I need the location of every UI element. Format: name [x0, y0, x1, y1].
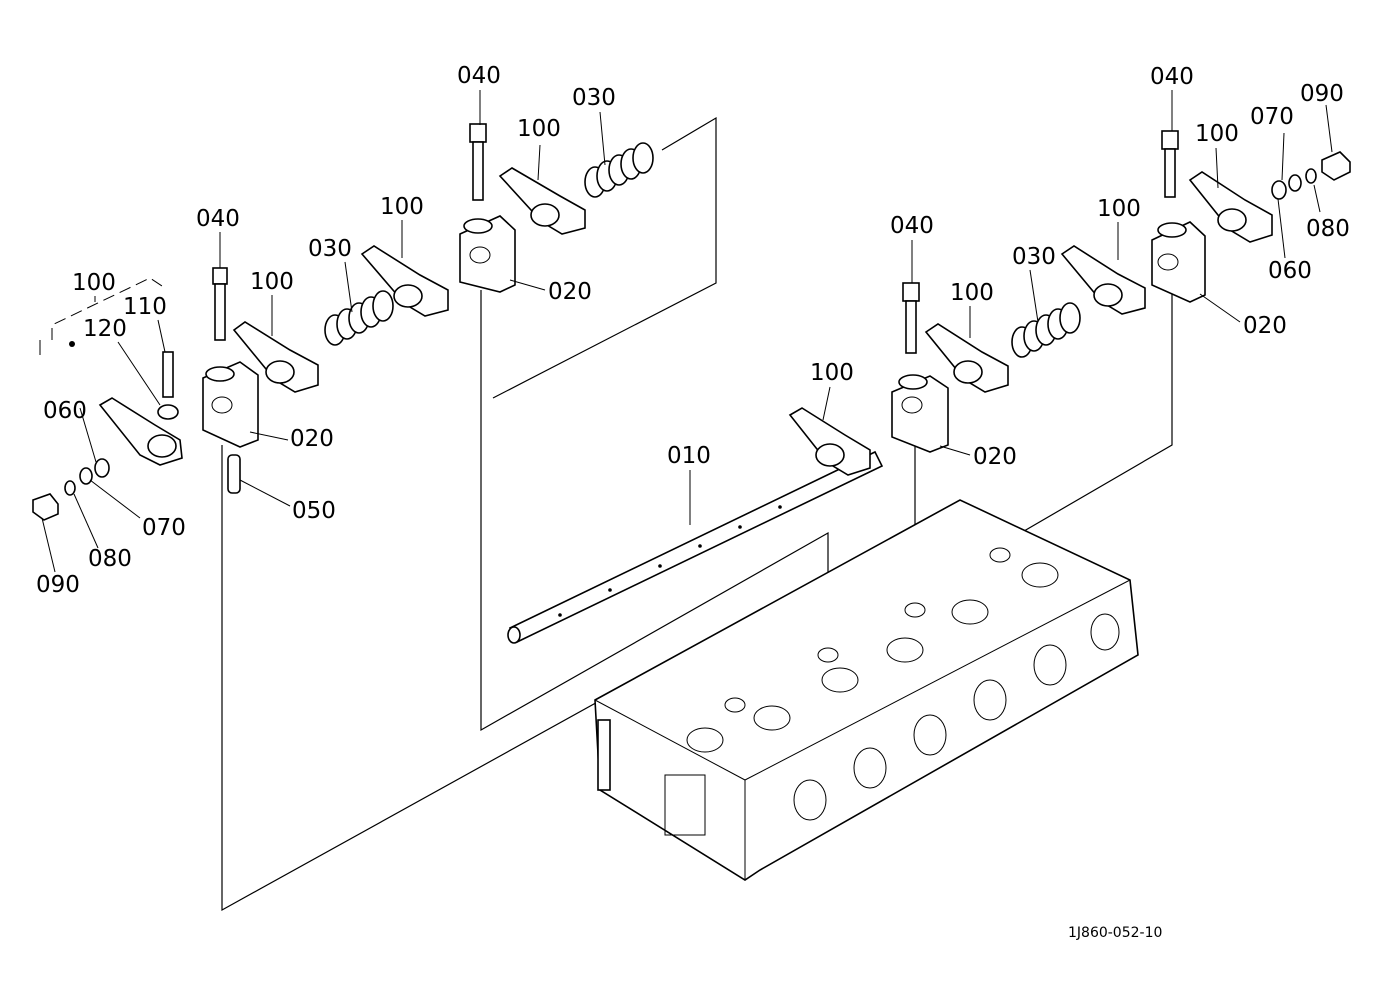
label-100-h: 100 [1195, 121, 1239, 147]
plug-090-left [32, 493, 59, 521]
label-100-g: 100 [1097, 196, 1141, 222]
rocker-arm-100-d [498, 167, 586, 235]
drawing-code: 1J860-052-10 [1068, 925, 1162, 941]
label-070-left: 070 [142, 515, 186, 541]
adjust-screw-110 [162, 351, 174, 398]
label-120: 120 [83, 316, 127, 342]
rocker-shaft [507, 450, 884, 644]
bolt-040-left [212, 267, 228, 341]
label-030-center: 030 [572, 85, 616, 111]
label-020-center: 020 [548, 279, 592, 305]
washer-080-left [64, 480, 76, 496]
springs [324, 142, 1081, 358]
group-marker-dot [69, 341, 75, 347]
spring-030-right [1011, 302, 1081, 358]
washer-070-right [1288, 174, 1302, 192]
rocker-arms [98, 167, 1273, 476]
washer-060-right [1271, 180, 1287, 200]
washer-060-left [94, 458, 110, 478]
bolt-040-right-high [1161, 130, 1179, 198]
washer-080-right [1305, 168, 1317, 184]
label-020-right-low: 020 [973, 444, 1017, 470]
bolt-040-right-low [902, 282, 920, 354]
bracket-020-right-low [891, 374, 949, 453]
small-hardware [32, 151, 1351, 521]
label-100-e: 100 [810, 360, 854, 386]
bracket-020-right-high [1151, 221, 1206, 303]
label-030-left: 030 [308, 236, 352, 262]
bracket-020-left [202, 361, 259, 448]
rocker-arm-100-c [360, 245, 449, 317]
spring-030-center [584, 142, 654, 198]
rocker-arm-100-g [1060, 245, 1146, 315]
rocker-arm-100-h [1188, 171, 1273, 243]
label-070-right: 070 [1250, 104, 1294, 130]
label-100-f: 100 [950, 280, 994, 306]
nut-120 [157, 404, 179, 420]
label-060-left: 060 [43, 398, 87, 424]
pin-050 [227, 454, 241, 494]
label-090-left: 090 [36, 572, 80, 598]
brackets [202, 215, 1206, 453]
label-020-left: 020 [290, 426, 334, 452]
label-080-right: 080 [1306, 216, 1350, 242]
label-040-center: 040 [457, 63, 501, 89]
bracket-020-center [459, 215, 516, 293]
label-040-left: 040 [196, 206, 240, 232]
label-100-b: 100 [250, 269, 294, 295]
rocker-arm-100-f [924, 323, 1009, 393]
label-100-a: 100 [72, 270, 116, 296]
label-090-right: 090 [1300, 81, 1344, 107]
label-100-d: 100 [517, 116, 561, 142]
bolt-040-center [469, 123, 487, 201]
label-030-right: 030 [1012, 244, 1056, 270]
bolts [212, 123, 1179, 354]
head-ports [664, 547, 1120, 836]
rocker-arm-100-b [232, 321, 319, 393]
spring-030-left [324, 290, 394, 346]
label-100-c: 100 [380, 194, 424, 220]
plug-090-right [1321, 151, 1351, 181]
rocker-arm-100-a [98, 397, 183, 466]
washer-070-left [79, 467, 93, 485]
label-020-right-high: 020 [1243, 313, 1287, 339]
rocker-arm-100-e [788, 407, 871, 476]
label-010: 010 [667, 443, 711, 469]
cylinder-head [594, 499, 1139, 881]
label-050: 050 [292, 498, 336, 524]
label-060-right: 060 [1268, 258, 1312, 284]
label-080-left: 080 [88, 546, 132, 572]
part-labels: 040 030 100 040 100 030 100 020 100 110 … [36, 63, 1350, 598]
label-040-right-high: 040 [1150, 64, 1194, 90]
leader-lines [41, 90, 1333, 573]
label-040-right-low: 040 [890, 213, 934, 239]
label-110: 110 [123, 294, 167, 320]
